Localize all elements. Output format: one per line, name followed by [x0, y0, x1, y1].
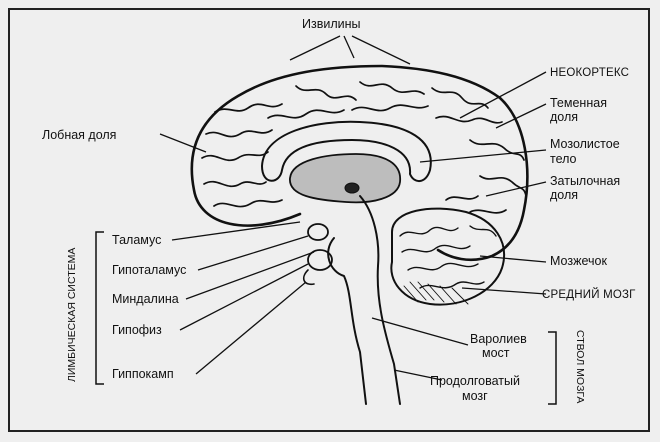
thalamus-region [289, 153, 401, 204]
label-corpus-callosum-line2: тело [550, 152, 577, 166]
label-pituitary: Гипофиз [112, 323, 162, 337]
hippocampus-shape [302, 269, 315, 286]
label-corpus-callosum-line1: Мозолистое [550, 137, 620, 151]
label-pons-line2: мост [482, 346, 510, 360]
label-pons-line1: Варолиев [470, 332, 527, 346]
label-amygdala: Миндалина [112, 292, 179, 306]
leader-lines [159, 35, 547, 381]
label-cerebellum: Мозжечок [550, 254, 607, 268]
label-convolutions: Извилины [302, 17, 361, 31]
label-hypothalamus: Гипоталамус [112, 263, 187, 277]
brainstem-bracket [548, 331, 557, 405]
label-parietal-lobe-line2: доля [550, 110, 579, 124]
midbrain-hatching [403, 281, 469, 305]
label-thalamus: Таламус [112, 233, 162, 247]
limbic-bracket [95, 231, 104, 385]
diagram-border [8, 8, 650, 432]
brainstem [359, 195, 401, 405]
label-occipital-lobe-line2: доля [550, 188, 579, 202]
label-hippocampus: Гиппокамп [112, 367, 174, 381]
corpus-callosum [261, 120, 432, 182]
group-label-brainstem: СТВОЛ МОЗГА [574, 330, 586, 404]
label-medulla-line2: мозг [462, 389, 488, 403]
label-midbrain: СРЕДНИЙ МОЗГ [542, 289, 636, 301]
cerebellum-folia [399, 225, 497, 289]
cerebellum [390, 207, 506, 306]
group-label-limbic-system: ЛИМБИЧЕСКАЯ СИСТЕМА [66, 247, 78, 382]
label-medulla-line1: Продолговатый [430, 374, 520, 388]
pituitary-shape [307, 223, 329, 241]
label-neocortex: НЕОКОРТЕКС [550, 67, 630, 79]
amygdala-shape [307, 249, 333, 271]
brainstem-front [327, 237, 367, 405]
pineal-dot [344, 182, 360, 194]
cortex-outline [190, 64, 529, 262]
label-occipital-lobe-line1: Затылочная [550, 174, 621, 188]
gyri-folds [201, 81, 527, 214]
label-frontal-lobe: Лобная доля [42, 128, 117, 142]
label-parietal-lobe-line1: Теменная [550, 96, 607, 110]
